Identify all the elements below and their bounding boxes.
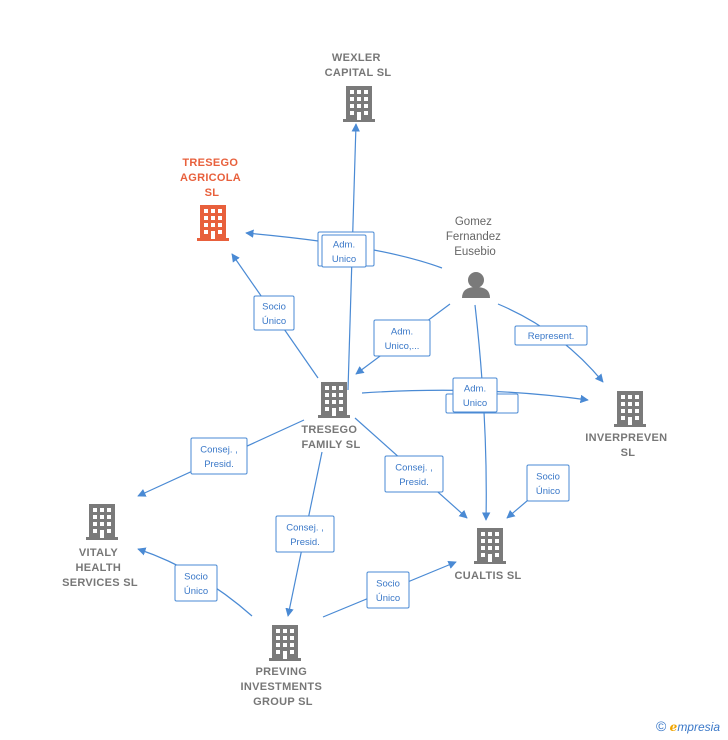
edge-label-text: Único [262,316,286,327]
edge-gomez-cualtis [474,304,491,521]
edge-label-adm-agricola: Adm. Unico [321,234,367,268]
copyright-icon: © [656,718,667,734]
node-vitaly[interactable]: VITALY HEALTH SERVICES SL [62,504,138,589]
edge-label-text: Socio [184,571,208,582]
edge-label-text: Adm. [464,383,486,394]
node-label: INVERPREVEN SL [585,432,671,459]
building-icon [86,504,118,540]
edge-label-text: Presid. [204,459,234,470]
node-label: PREVING INVESTMENTS GROUP SL [241,666,326,708]
edge-label-text: Socio [376,578,400,589]
building-icon [614,391,646,427]
edge-label-text: Presid. [399,477,429,488]
edge-label-text: Único [376,593,400,604]
edge-label-text: Socio [262,301,286,312]
edge-label-adm-family: Adm. Unico,... [373,319,431,357]
edge-label-text: Único [184,586,208,597]
edge-label-text: Adm. [391,326,413,337]
node-label: VITALY HEALTH SERVICES SL [62,547,138,589]
node-wexler[interactable]: WEXLER CAPITAL SL [325,52,392,122]
node-label: Gomez Fernandez Eusebio [446,216,504,258]
edge-label-consej-preving: Consej. , Presid. [275,515,335,553]
node-inverpreven[interactable]: INVERPREVEN SL [585,391,671,459]
edge-labels: ...nt.Adm.UnicoAdm.UnicoSocioÚnicoAdm.Un… [174,231,588,609]
node-tresego-agricola[interactable]: TRESEGO AGRICOLA SL [180,157,244,241]
edge-label-text: Unico,... [385,341,420,352]
node-label: CUALTIS SL [455,570,522,582]
building-icon [343,86,375,122]
edge-label-text: Único [536,486,560,497]
person-icon [462,272,490,298]
node-label: WEXLER CAPITAL SL [325,52,392,79]
edge-label-adm-cualtis: Adm. Unico [452,377,498,413]
node-label: TRESEGO AGRICOLA SL [180,157,244,199]
edge-label-text: Unico [463,398,487,409]
edge-label-text: Adm. [333,239,355,250]
node-preving[interactable]: PREVING INVESTMENTS GROUP SL [241,625,326,708]
edge-label-text: Consej. , [286,522,324,533]
node-gomez-fernandez[interactable]: Gomez Fernandez Eusebio [446,216,504,298]
building-icon [474,528,506,564]
edge-label-text: Socio [536,471,560,482]
node-tresego-family[interactable]: TRESEGO FAMILY SL [301,382,360,451]
brand-logo: © empresia [656,718,720,734]
edge-label-text: Consej. , [395,462,433,473]
building-icon [269,625,301,661]
edge-label-consej-cualtis: Consej. , Presid. [384,455,444,493]
building-icon [318,382,350,418]
edge-label-consej-vitaly: Consej. , Presid. [190,437,248,475]
node-label: TRESEGO FAMILY SL [301,424,360,451]
building-icon [197,205,229,241]
edge-label-text: Unico [332,254,356,265]
edge-label-text: Represent. [528,331,574,342]
node-cualtis[interactable]: CUALTIS SL [455,528,522,582]
edge-label-text: Presid. [290,537,320,548]
edge-label-represent: Represent. [514,325,588,346]
edge-label-text: Consej. , [200,444,238,455]
